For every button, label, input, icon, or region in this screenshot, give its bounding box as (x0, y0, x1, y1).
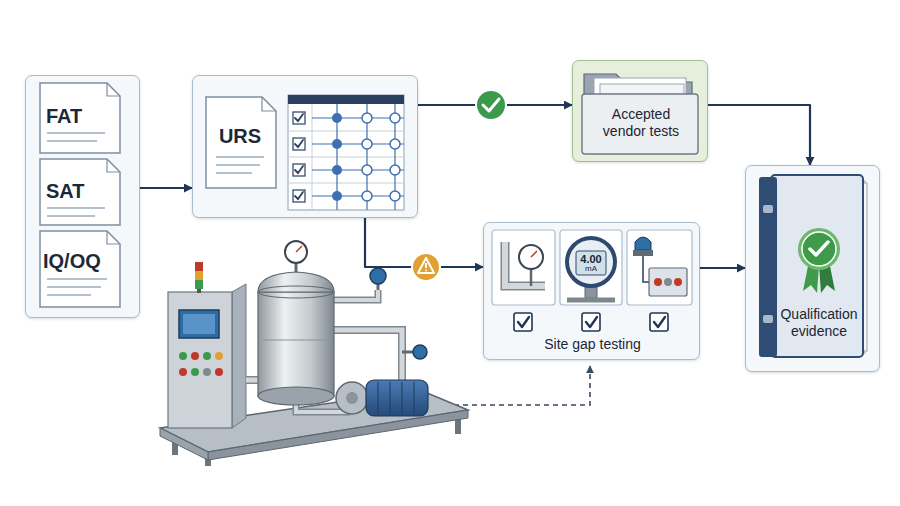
accepted-box: Accepted vendor tests (572, 60, 708, 162)
binder-icon (745, 165, 880, 372)
node-text: FAT (46, 104, 121, 128)
document-panel: FAT SAT IQ/OQ (25, 75, 140, 318)
check-symbol (476, 90, 506, 120)
display-reading: mA (576, 265, 606, 274)
node-text: URS (209, 124, 271, 148)
node-text: Qualification evidence (770, 306, 868, 340)
site-testing-box: Site gap testing (483, 222, 700, 360)
evidence-box: Qualification evidence (745, 165, 880, 372)
process-skid (160, 241, 468, 466)
warning-symbol (412, 253, 440, 281)
flow-arrow (140, 187, 192, 189)
flow-arrow (700, 267, 745, 269)
node-text: Accepted vendor tests (591, 106, 691, 140)
node-text: IQ/OQ (43, 249, 121, 273)
display-reading: 4.00 (576, 253, 606, 265)
node-text: Site gap testing (492, 336, 693, 353)
flow-arrow (708, 105, 810, 165)
node-text: SAT (46, 179, 121, 203)
dashed-leader (436, 366, 590, 405)
requirements-box: URS (192, 75, 418, 218)
